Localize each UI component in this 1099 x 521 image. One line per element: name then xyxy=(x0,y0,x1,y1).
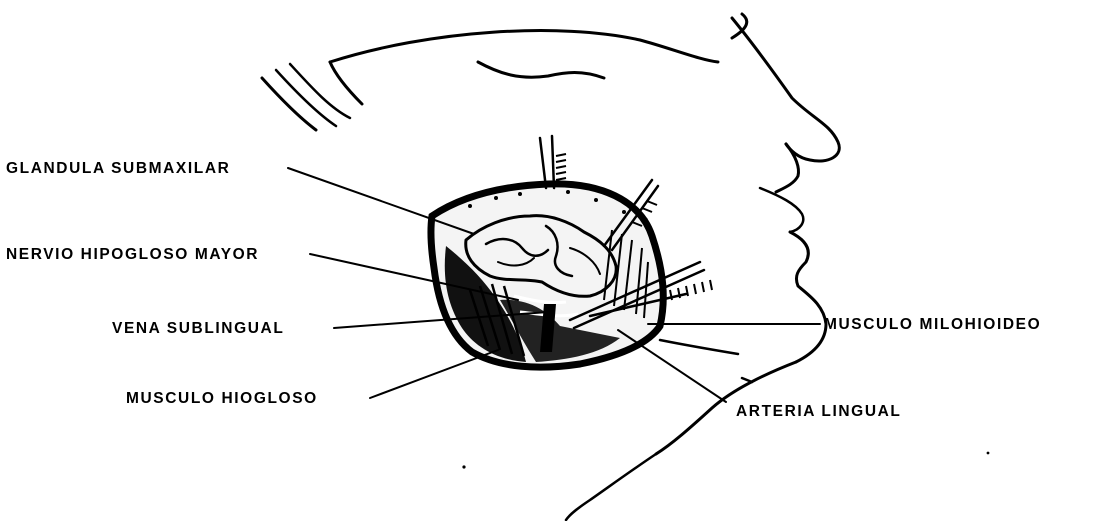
label-arteria-lingual: ARTERIA LINGUAL xyxy=(736,403,902,420)
label-glandula-submaxilar: GLANDULA SUBMAXILAR xyxy=(6,160,230,177)
retractor-top xyxy=(540,136,566,188)
leader-arteria xyxy=(618,330,726,402)
label-nervio-hipogloso-mayor: NERVIO HIPOGLOSO MAYOR xyxy=(6,246,259,263)
label-vena-sublingual: VENA SUBLINGUAL xyxy=(112,320,284,337)
label-musculo-milohioideo: MUSCULO MILOHIOIDEO xyxy=(824,316,1041,333)
speckles xyxy=(462,381,989,469)
leader-glandula xyxy=(288,168,474,234)
leader-hiogloso xyxy=(370,350,498,398)
label-musculo-hiogloso: MUSCULO HIOGLOSO xyxy=(126,390,318,407)
